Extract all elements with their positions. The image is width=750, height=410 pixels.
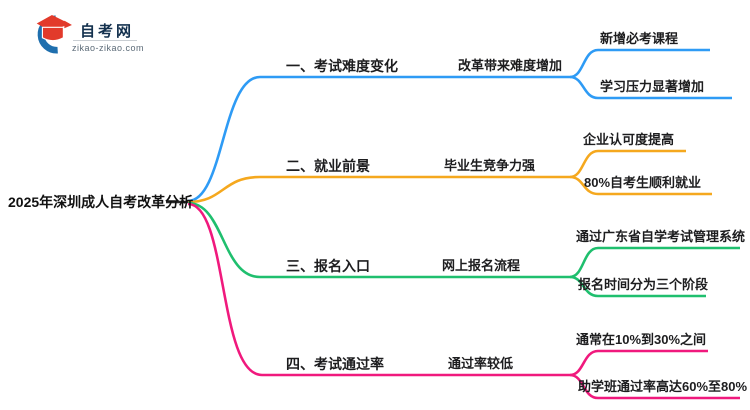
branch-mid-registration: 网上报名流程 xyxy=(442,258,521,273)
leaf-class-pass-rate: 助学班通过率高达60%至80% xyxy=(578,379,748,394)
site-domain: zikao-zikao.com xyxy=(72,43,145,53)
branch-label-registration: 三、报名入口 xyxy=(286,258,370,274)
site-logo[interactable]: 自考网 zikao-zikao.com xyxy=(28,12,148,58)
branch-label-employment: 二、就业前景 xyxy=(286,158,370,174)
branch-label-exam-difficulty: 一、考试难度变化 xyxy=(286,58,398,74)
site-name: 自考网 xyxy=(80,23,135,40)
leaf-enterprise-recognition: 企业认可度提高 xyxy=(583,132,675,147)
graduation-cap-icon xyxy=(36,14,72,54)
central-topic: 2025年深圳成人自考改革分析 xyxy=(8,194,194,210)
branch-lines-registration xyxy=(187,201,740,298)
branch-lines-exam-difficulty xyxy=(187,48,732,203)
branch-label-pass-rate: 四、考试通过率 xyxy=(286,356,384,372)
branch-mid-employment: 毕业生竞争力强 xyxy=(444,158,536,173)
branch-lines-pass-rate xyxy=(187,202,740,400)
leaf-registration-stages: 报名时间分为三个阶段 xyxy=(578,277,709,292)
leaf-study-pressure: 学习压力显著增加 xyxy=(600,79,705,94)
leaf-management-system: 通过广东省自学考试管理系统 xyxy=(576,229,746,244)
leaf-typical-pass-rate: 通常在10%到30%之间 xyxy=(576,332,707,347)
leaf-new-required-courses: 新增必考课程 xyxy=(600,31,679,46)
logo-divider xyxy=(73,40,137,41)
branch-lines-employment xyxy=(187,149,712,204)
branch-mid-pass-rate: 通过率较低 xyxy=(448,356,514,371)
leaf-employment-rate: 80%自考生顺利就业 xyxy=(584,175,702,190)
branch-mid-exam-difficulty: 改革带来难度增加 xyxy=(458,58,563,73)
